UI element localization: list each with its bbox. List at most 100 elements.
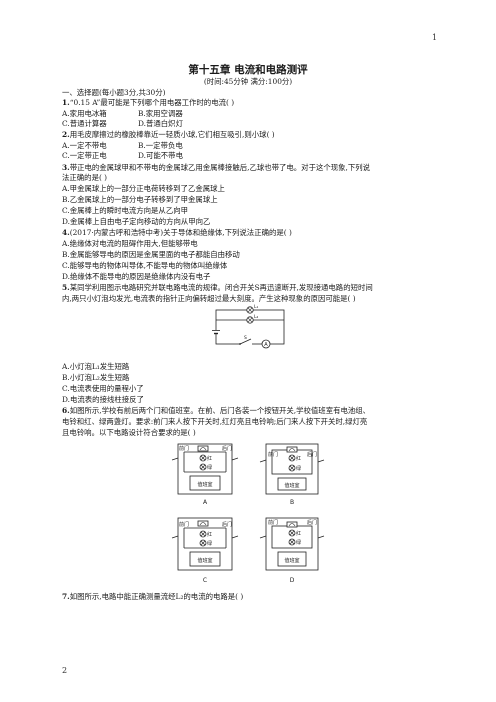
q6a-duty-room-label: 值班室 xyxy=(197,481,212,488)
q5-label-l2: L₂ xyxy=(254,314,259,320)
q6c-front-door-label: 前门 xyxy=(179,521,189,528)
q6b-back-door-label: 后门 xyxy=(307,451,317,458)
q6b-option-label: B xyxy=(290,499,294,506)
q5-label-a: A xyxy=(264,342,268,348)
q5-ammeter-icon: A xyxy=(261,339,271,349)
q6-circuit-b: 前门 后门 红 绿 值班室 B xyxy=(259,443,325,506)
q6b-red-label: 红 xyxy=(296,455,301,462)
question-5-cont: 内,两只小灯泡均发光,电流表的指针正向偏转超过最大刻度。产生这种现象的原因可能是… xyxy=(62,294,356,303)
question-stem: 如图所示,电路中能正确测量流经L₂的电流的电路是( ) xyxy=(69,592,244,601)
q6-circuit-a: 前门 后门 红 绿 值班室 A xyxy=(171,443,239,506)
q2-option-b: B.一定带负电 xyxy=(138,141,183,150)
question-7: 7.如图所示,电路中能正确测量流经L₂的电流的电路是( ) xyxy=(62,592,243,602)
q6a-option-label: A xyxy=(203,499,208,506)
question-stem: “0.15 A”最可能是下列哪个用电器工作时的电流( ) xyxy=(69,98,235,107)
q6a-green-label: 绿 xyxy=(207,464,212,471)
question-stem: 用毛皮摩擦过的橡胶棒靠近一轻质小球,它们相互吸引,则小球( ) xyxy=(69,130,275,139)
q6a-green-lamp-icon xyxy=(199,463,207,471)
q6-circuit-c: 前门 后门 红 绿 值班室 C xyxy=(171,517,239,584)
q6d-option-label: D xyxy=(290,577,295,584)
question-5: 5.某同学利用图示电路研究并联电路电流的规律。闭合开关S再迅速断开,发现接通电路… xyxy=(62,283,373,293)
q5-option-c: C.电流表使用的量程小了 xyxy=(62,384,144,393)
q6a-red-lamp-icon xyxy=(199,454,207,462)
q6d-front-door-label: 前门 xyxy=(268,519,278,526)
q6b-back-switch-icon xyxy=(317,459,325,463)
q5-battery-icon xyxy=(212,330,220,335)
question-4: 4.(2017·内蒙古呼和浩特中考)关于导体和绝缘体,下列说法正确的是( ) xyxy=(62,228,292,238)
q6b-green-lamp-icon xyxy=(288,464,296,472)
q6b-front-door-label: 前门 xyxy=(268,451,278,458)
question-2: 2.用毛皮摩擦过的橡胶棒靠近一轻质小球,它们相互吸引,则小球( ) xyxy=(62,130,275,140)
q6d-red-lamp-icon xyxy=(288,529,296,537)
q6c-green-label: 绿 xyxy=(207,540,212,547)
q6d-green-label: 绿 xyxy=(296,539,301,546)
question-6: 6.如图所示,学校有前后两个门和值班室。在前、后门各装一个按钮开关,学校值班室有… xyxy=(62,406,370,416)
section-heading: 一、选择题(每小题3分,共30分) xyxy=(62,88,166,97)
page-number-top: 1 xyxy=(432,33,438,42)
q3-option-b: B.乙金属球上的一部分电子转移到了甲金属球上 xyxy=(62,195,218,204)
q6d-back-door-label: 后门 xyxy=(307,519,317,526)
q6a-front-door-label: 前门 xyxy=(179,445,189,452)
q6d-front-switch-icon xyxy=(259,535,267,539)
q6d-green-lamp-icon xyxy=(288,538,296,546)
question-number: 5. xyxy=(62,283,70,292)
q6a-back-door-label: 后门 xyxy=(222,445,232,452)
q1-option-a: A.家用电冰箱 xyxy=(62,109,107,118)
q6c-option-label: C xyxy=(203,577,207,584)
q1-option-b: B.家用空调器 xyxy=(138,109,183,118)
q4-option-d: D.绝缘体不能导电的原因是绝缘体内没有电子 xyxy=(62,272,211,281)
q6d-back-switch-icon xyxy=(317,535,325,539)
q5-option-d: D.电流表的接线柱接反了 xyxy=(62,395,144,404)
question-number: 7. xyxy=(62,592,70,601)
question-stem: 如图所示,学校有前后两个门和值班室。在前、后门各装一个按钮开关,学校值班室有电池… xyxy=(69,406,371,415)
q2-option-a: A.一定不带电 xyxy=(62,141,107,150)
question-3: 3.带正电的金属球甲和不带电的金属球乙用金属棒接触后,乙球也带了电。对于这个现象… xyxy=(62,163,370,173)
q6b-red-lamp-icon xyxy=(288,454,296,462)
q6b-green-label: 绿 xyxy=(296,465,301,472)
page-number-bottom: 2 xyxy=(62,666,68,675)
q5-option-b: B.小灯泡L₂发生短路 xyxy=(62,373,130,382)
question-stem: 带正电的金属球甲和不带电的金属球乙用金属棒接触后,乙球也带了电。对于这个现象,下… xyxy=(69,163,371,172)
q1-option-c: C.普通计算器 xyxy=(62,119,107,128)
q6b-duty-room-label: 值班室 xyxy=(284,482,299,489)
q1-option-d: D.普通白炽灯 xyxy=(138,119,183,128)
q5-switch-icon xyxy=(239,338,252,346)
question-number: 4. xyxy=(62,228,70,237)
q6c-back-switch-icon xyxy=(231,535,239,539)
q5-label-s: S xyxy=(244,335,247,341)
q6c-red-label: 红 xyxy=(207,531,212,538)
q6d-duty-room-label: 值班室 xyxy=(284,557,299,564)
q5-label-l1: L₁ xyxy=(254,304,259,310)
q6c-green-lamp-icon xyxy=(199,539,207,547)
q2-option-d: D.可能不带电 xyxy=(138,151,183,160)
q6a-back-switch-icon xyxy=(231,457,239,461)
q6c-bell-icon xyxy=(197,520,209,527)
question-3-cont: 法正确的是( ) xyxy=(62,173,108,182)
question-number: 1. xyxy=(62,98,70,107)
q4-option-c: C.能够导电的物体叫导体,不能导电的物体叫绝缘体 xyxy=(62,261,228,270)
question-stem: (2017·内蒙古呼和浩特中考)关于导体和绝缘体,下列说法正确的是( ) xyxy=(69,228,292,237)
q6b-front-switch-icon xyxy=(259,459,267,463)
q6c-duty-room-label: 值班室 xyxy=(197,557,212,564)
q6d-red-label: 红 xyxy=(296,530,301,537)
q5-bulb-l1-icon xyxy=(246,306,254,314)
question-6-cont-2: 且电铃响。以下电路设计符合要求的是( ) xyxy=(62,428,196,437)
q4-option-a: A.绝缘体对电流的阻碍作用大,但能够带电 xyxy=(62,239,198,248)
exam-info: (时间:45分钟 满分:100分) xyxy=(203,77,293,86)
q2-option-c: C.一定带正电 xyxy=(62,151,107,160)
q3-option-d: D.金属棒上自由电子定向移动的方向从甲向乙 xyxy=(62,217,211,226)
q5-option-a: A.小灯泡L₁发生短路 xyxy=(62,362,130,371)
chapter-title: 第十五章 电流和电路测评 xyxy=(188,64,308,76)
question-stem: 某同学利用图示电路研究并联电路电流的规律。闭合开关S再迅速断开,发现接通电路的短… xyxy=(69,283,373,292)
question-6-cont-1: 电铃和红、绿两盏灯。要求:前门来人按下开关时,红灯亮且电铃响;后门来人按下开关时… xyxy=(62,417,368,426)
q6c-front-switch-icon xyxy=(171,535,179,539)
q6c-red-lamp-icon xyxy=(199,530,207,538)
q3-option-c: C.金属棒上的瞬时电流方向是从乙向甲 xyxy=(62,206,188,215)
q6a-red-label: 红 xyxy=(207,455,212,462)
question-number: 3. xyxy=(62,163,70,172)
q4-option-b: B.金属能够导电的原因是金属里面的电子都能自由移动 xyxy=(62,250,240,259)
question-number: 2. xyxy=(62,130,70,139)
q6a-bell-icon xyxy=(197,445,209,452)
question-1: 1.“0.15 A”最可能是下列哪个用电器工作时的电流( ) xyxy=(62,98,234,108)
q6a-front-switch-icon xyxy=(171,457,179,461)
